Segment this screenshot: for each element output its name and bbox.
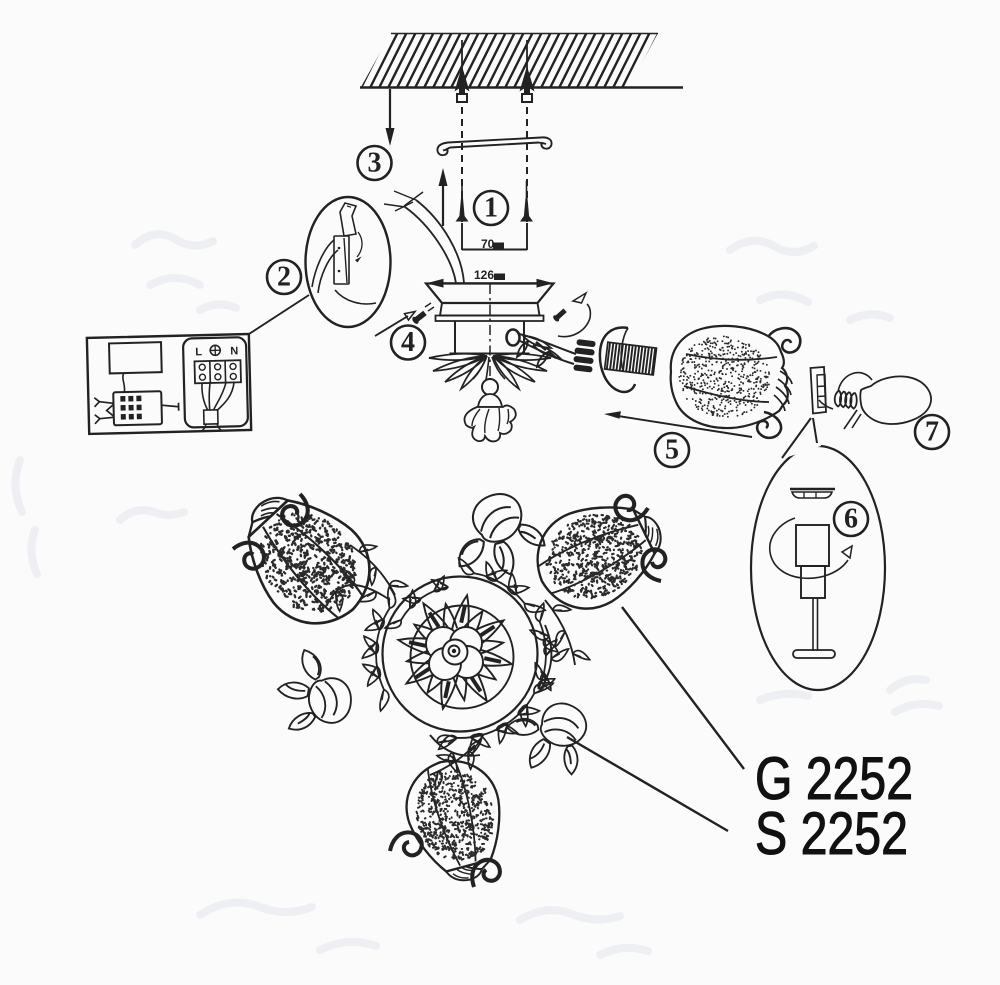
svg-text:S 2252: S 2252: [755, 800, 908, 867]
svg-text:70: 70: [481, 237, 495, 251]
svg-text:7: 7: [925, 417, 939, 448]
svg-text:N: N: [230, 345, 238, 357]
svg-text:2: 2: [277, 262, 291, 293]
svg-text:4: 4: [401, 327, 415, 358]
svg-text:6: 6: [844, 504, 858, 535]
svg-text:1: 1: [484, 193, 498, 224]
svg-text:G 2252: G 2252: [755, 745, 913, 812]
svg-text:L: L: [195, 346, 202, 358]
svg-text:3: 3: [368, 148, 382, 179]
svg-text:126: 126: [474, 268, 494, 282]
svg-text:5: 5: [665, 435, 679, 466]
